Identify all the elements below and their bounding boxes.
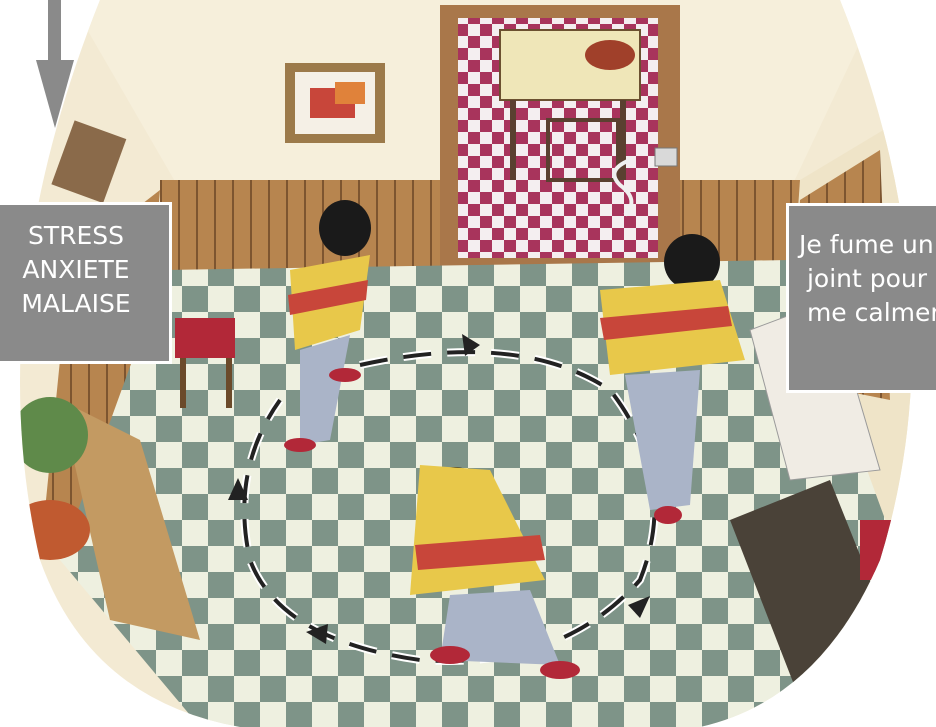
- smoking-caption: Je fume un joint pour me calmer: [786, 203, 936, 393]
- bread-icon: [585, 40, 635, 70]
- stool: [175, 318, 235, 358]
- stress-caption: STRESS ANXIETE MALAISE: [0, 202, 172, 364]
- caption-line: joint pour: [799, 262, 936, 296]
- caption-line: Je fume un: [799, 228, 936, 262]
- caption-line: STRESS: [0, 219, 169, 253]
- caption-line: ANXIETE: [0, 253, 169, 287]
- caption-line: MALAISE: [0, 287, 169, 321]
- fruit-bowl: [10, 500, 90, 560]
- red-boxes: [860, 520, 908, 580]
- plant-icon: [12, 397, 88, 473]
- light-switch: [655, 148, 677, 166]
- caption-line: me calmer: [799, 296, 936, 330]
